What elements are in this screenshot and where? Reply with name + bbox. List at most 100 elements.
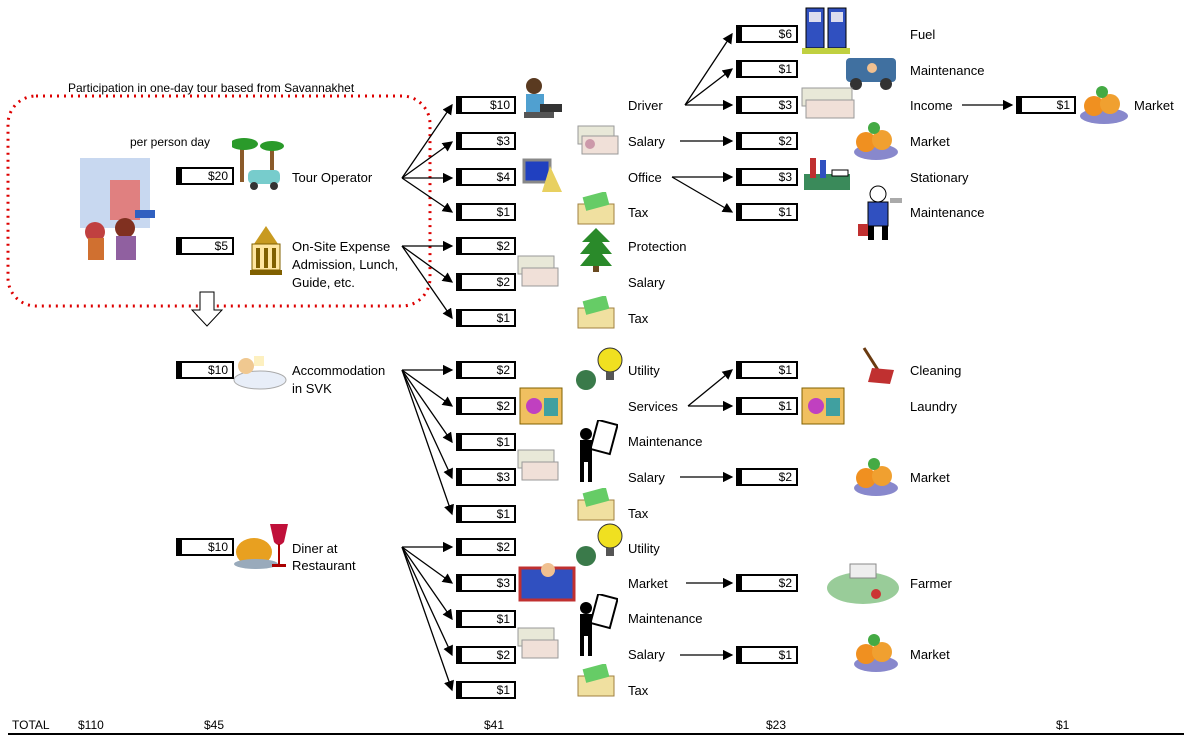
painter-icon — [856, 184, 904, 242]
l2-label: Salary — [628, 470, 665, 485]
onsite-amount: $5 — [176, 237, 234, 255]
l2-box: $2 — [456, 538, 516, 556]
frame-title: Participation in one-day tour based from… — [68, 81, 355, 95]
l2-label: Protection — [628, 239, 687, 254]
market-fruit-icon — [1076, 82, 1132, 126]
money-icon — [516, 252, 560, 292]
l3-label: Cleaning — [910, 363, 962, 378]
l3-label: Maintenance — [910, 63, 985, 78]
l2-label: Salary — [628, 134, 665, 149]
l3-box: $1 — [736, 646, 798, 664]
per-person-label: per person day — [130, 135, 211, 149]
tour-operator-amount: $20 — [176, 167, 234, 185]
worker-glass-icon — [572, 592, 619, 658]
driver-icon — [516, 76, 564, 124]
diner-label-2: Restaurant — [292, 558, 356, 573]
l2-label: Maintenance — [628, 611, 703, 626]
l3-label: Market — [910, 134, 950, 149]
l3-label: Maintenance — [910, 205, 985, 220]
l3-box: $3 — [736, 168, 798, 186]
l2-box: $2 — [456, 646, 516, 664]
market-fruit-icon — [850, 454, 900, 498]
tour-operator-label: Tour Operator — [292, 170, 373, 185]
worker-glass-icon — [572, 418, 619, 484]
accommodation-label: Accommodation — [292, 363, 386, 378]
l3-label: Stationary — [910, 170, 969, 185]
total-overall: $110 — [78, 718, 104, 732]
total-rule — [8, 733, 1184, 735]
total-label: TOTAL — [12, 718, 50, 732]
total-level3: $23 — [766, 718, 787, 732]
l3-label: Fuel — [910, 27, 936, 42]
l2-label: Tax — [628, 205, 649, 220]
l2-box: $2 — [456, 273, 516, 291]
money-icon — [576, 122, 620, 158]
laundry-icon — [800, 386, 846, 426]
l2-box: $4 — [456, 168, 516, 186]
down-arrow — [190, 291, 224, 327]
money-icon — [516, 446, 560, 486]
l2-label: Office — [628, 170, 662, 185]
l2-label: Salary — [628, 275, 665, 290]
l3-box: $2 — [736, 574, 798, 592]
l2-label: Tax — [628, 506, 649, 521]
total-level2: $41 — [484, 718, 505, 732]
l2-box: $2 — [456, 237, 516, 255]
desk-stationary-icon — [802, 154, 852, 194]
market-rug-icon — [518, 560, 576, 602]
envelope-money-icon — [576, 295, 616, 330]
l4-label: Market — [1134, 98, 1174, 113]
l3-box: $1 — [736, 361, 798, 379]
accommodation-label-2: in SVK — [292, 381, 332, 396]
services-icon — [518, 386, 564, 426]
money-icon — [516, 624, 560, 664]
l3-label: Market — [910, 647, 950, 662]
computer-icon — [520, 156, 564, 196]
tour-group-frame — [6, 94, 432, 308]
market-fruit-icon — [850, 118, 900, 162]
l2-box: $10 — [456, 96, 516, 114]
l2-box: $1 — [456, 203, 516, 221]
l3-box: $1 — [736, 203, 798, 221]
palm-car-icon — [230, 136, 288, 192]
l3-box: $6 — [736, 25, 798, 43]
l3-box: $1 — [736, 60, 798, 78]
utility-bulb-icon — [574, 522, 626, 568]
envelope-money-icon — [576, 191, 616, 226]
accommodation-amount: $10 — [176, 361, 234, 379]
tree-icon — [578, 228, 614, 272]
envelope-money-icon — [576, 487, 616, 522]
l2-label: Maintenance — [628, 434, 703, 449]
money-icon — [798, 84, 858, 124]
total-level4: $1 — [1056, 718, 1070, 732]
l2-label: Driver — [628, 98, 663, 113]
envelope-money-icon — [576, 663, 616, 698]
temple-icon — [248, 226, 284, 276]
fuel-pump-icon — [798, 4, 854, 56]
l3-label: Laundry — [910, 399, 957, 414]
l2-label: Utility — [628, 363, 660, 378]
l3-label: Farmer — [910, 576, 952, 591]
l2-label: Utility — [628, 541, 660, 556]
l3-label: Market — [910, 470, 950, 485]
l3-label: Income — [910, 98, 953, 113]
onsite-label-3: Guide, etc. — [292, 275, 355, 290]
l3-box: $2 — [736, 468, 798, 486]
l4-box: $1 — [1016, 96, 1076, 114]
mechanic-icon — [836, 52, 906, 92]
bed-icon — [232, 350, 288, 390]
onsite-label: On-Site Expense — [292, 239, 391, 254]
l2-label: Tax — [628, 311, 649, 326]
l2-box: $3 — [456, 574, 516, 592]
l2-box: $1 — [456, 433, 516, 451]
l3-box: $1 — [736, 397, 798, 415]
l3-box: $2 — [736, 132, 798, 150]
diner-amount: $10 — [176, 538, 234, 556]
utility-bulb-icon — [574, 346, 626, 392]
l2-label: Tax — [628, 683, 649, 698]
dinner-icon — [234, 520, 290, 572]
market-fruit-icon — [850, 630, 900, 674]
farm-icon — [826, 560, 900, 606]
l2-box: $3 — [456, 468, 516, 486]
